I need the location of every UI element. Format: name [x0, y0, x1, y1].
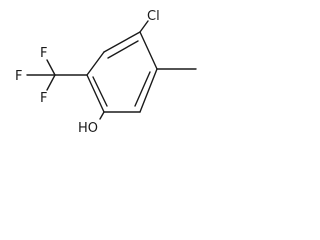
bond-ring-hydroxyl — [99, 111, 105, 120]
atom-label-fluorine-3: F — [40, 91, 47, 106]
atom-label-chlorine: Cl — [147, 9, 160, 24]
bond-c5-c6 — [86, 74, 105, 113]
bond-c1-c2 — [103, 31, 141, 53]
atom-label-hydroxyl: HO — [78, 121, 98, 136]
double-bond-c3-c4 — [134, 71, 151, 107]
bond-cf3-fluorine-3 — [46, 74, 56, 91]
atom-labels: Cl F F F HO — [15, 9, 160, 136]
substituent-bonds — [26, 20, 197, 120]
bond-ring-chlorine — [139, 20, 149, 33]
atom-label-fluorine-2: F — [15, 69, 22, 84]
chemical-structure: Cl F F F HO — [15, 9, 197, 136]
bond-cf3-fluorine-1 — [46, 59, 56, 76]
ring-bonds — [86, 31, 158, 113]
double-bond-c1-c2 — [107, 40, 139, 59]
bond-c6-c1 — [86, 51, 105, 76]
bond-c2-c3 — [139, 31, 158, 70]
double-bond-c5-c6 — [92, 76, 108, 107]
atom-label-fluorine-1: F — [40, 46, 47, 61]
bond-c3-c4 — [139, 68, 158, 113]
